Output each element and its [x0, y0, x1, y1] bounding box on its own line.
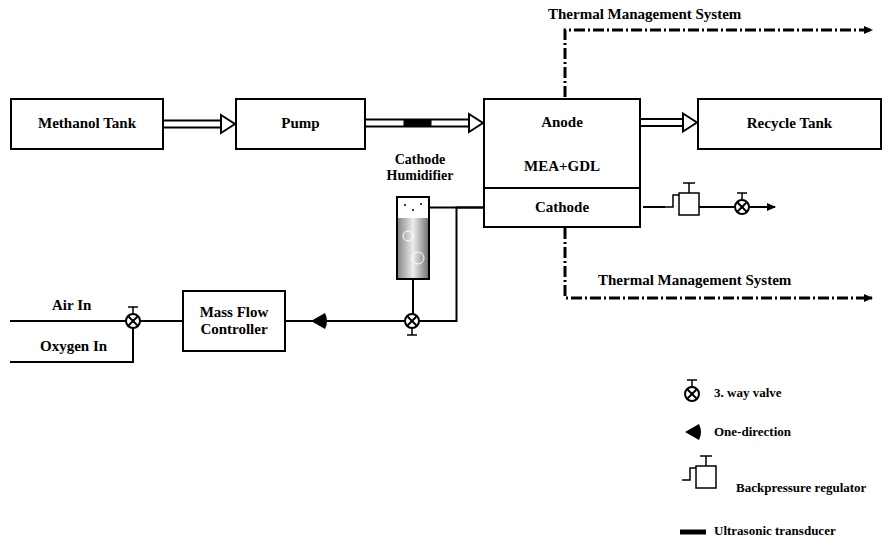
node-label: Cathode Humidifier [370, 152, 470, 184]
three-way-valve [405, 314, 419, 335]
ultrasonic-transducer [404, 120, 432, 126]
oxygen-line [10, 328, 133, 362]
process-box: Cathode [483, 187, 641, 228]
outlet-line [699, 206, 735, 208]
legend-valve-symbol [685, 380, 699, 401]
thermal-line [565, 228, 872, 298]
legend-transducer-symbol [680, 530, 706, 535]
legend-regulator-symbol [682, 456, 716, 488]
legend-text: One-direction [714, 424, 791, 440]
process-box: Mass Flow Controller [182, 290, 286, 352]
node-label: Anode [541, 114, 583, 131]
node-label: Cathode [535, 199, 589, 216]
node-label: MEA+GDL [524, 158, 600, 175]
gas-line [140, 320, 182, 322]
legend-text: Ultrasonic transducer [714, 523, 836, 539]
feed-arrow [366, 114, 483, 132]
feed-arrow [641, 114, 697, 132]
process-box: MEA+GDL [483, 145, 641, 189]
backpressure-regulator [665, 183, 699, 215]
humidifier: Cathode Humidifier [384, 152, 456, 280]
process-box: Methanol Tank [10, 98, 164, 150]
node-label: Mass Flow Controller [184, 304, 284, 339]
inlet-label: Oxygen In [40, 338, 107, 355]
gas-line [286, 280, 413, 321]
process-box: Recycle Tank [697, 98, 882, 150]
three-way-valve [735, 193, 749, 214]
three-way-valve [126, 307, 140, 328]
process-box: Pump [235, 98, 366, 150]
one-direction-valve [311, 313, 327, 329]
gas-line [286, 208, 483, 322]
system-label: Thermal Management System [548, 6, 741, 23]
inlet-label: Air In [52, 297, 91, 314]
feed-arrow [164, 115, 235, 133]
air-line [10, 320, 126, 322]
node-label: Methanol Tank [38, 115, 136, 132]
legend-text: Backpressure regulator [736, 480, 866, 496]
process-box: Anode [483, 98, 641, 147]
outlet-line [643, 206, 665, 208]
node-label: Pump [281, 115, 319, 132]
humidifier-vessel [396, 196, 430, 280]
legend-check-symbol [685, 424, 701, 440]
thermal-line [565, 30, 872, 97]
system-label: Thermal Management System [598, 272, 791, 289]
outlet-line [749, 206, 775, 208]
node-label: Recycle Tank [747, 115, 832, 132]
legend-text: 3. way valve [714, 385, 782, 401]
